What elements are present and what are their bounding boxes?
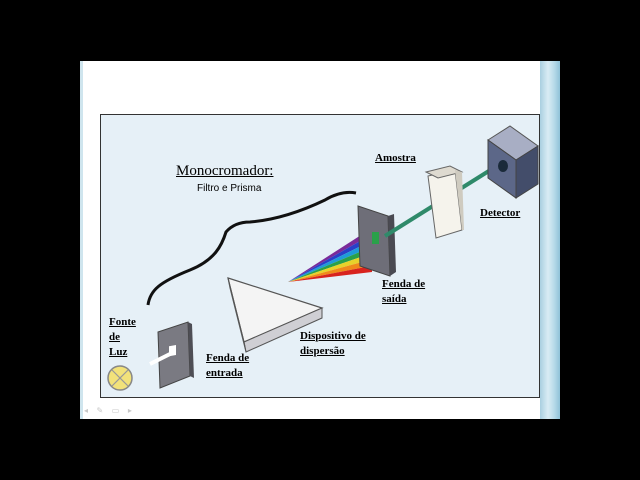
- label-exit-slit: Fenda de saída: [382, 278, 426, 305]
- label-sample: Amostra: [375, 152, 416, 164]
- sample-cuvette: [424, 165, 464, 239]
- spectrum-band: [288, 234, 372, 282]
- spectrum-band: [288, 228, 372, 282]
- spectrum-band: [288, 259, 372, 282]
- monochromator-title: Monocromador:: [176, 163, 274, 179]
- label-detector: Detector: [480, 207, 521, 219]
- label-light-source: Fonte de Luz: [109, 316, 136, 358]
- slide-right-scrollbar[interactable]: [540, 61, 560, 419]
- label-entrance-slit: Fenda de entrada: [206, 352, 250, 379]
- monochromator-brace: [146, 190, 357, 306]
- dispersed-spectrum: [288, 228, 372, 282]
- prism: [227, 277, 324, 353]
- spectrum-band: [288, 253, 372, 282]
- slide-left-edge: [80, 61, 83, 419]
- spectrum-band: [288, 240, 372, 282]
- white-light-beam: [149, 350, 175, 366]
- spectrum-band: [288, 265, 372, 282]
- detector-box: [487, 125, 539, 199]
- entrance-slit-plate: [157, 321, 194, 389]
- slide-nav-icons[interactable]: ◂ ✎ ▭ ▸: [84, 406, 135, 415]
- light-source-lamp-icon: [107, 365, 133, 391]
- exit-slit-plate: [357, 205, 396, 277]
- label-dispersion-device: Dispositivo de dispersão: [300, 330, 366, 357]
- monochromator-subtitle: Filtro e Prisma: [197, 183, 262, 194]
- spectrum-band: [288, 246, 372, 282]
